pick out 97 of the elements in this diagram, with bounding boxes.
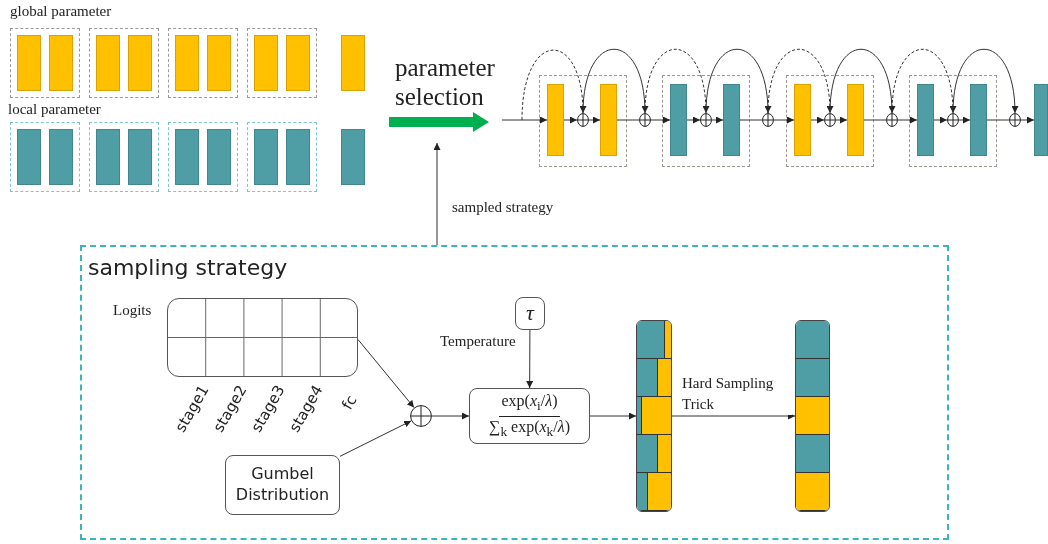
formula-numerator: exp(x$_{i}$/λ) — [498, 391, 561, 417]
column-label: fc — [337, 392, 361, 415]
parameter-block — [207, 35, 231, 91]
parameter-block — [794, 84, 811, 156]
parameter-block — [341, 129, 365, 185]
dashed-group-box — [539, 75, 627, 167]
plus-circle-icon — [639, 113, 651, 127]
parameter-block — [917, 84, 934, 156]
parameter-block — [49, 35, 73, 91]
dashed-group-box — [168, 28, 238, 98]
arrow — [933, 116, 948, 124]
plus-circle-icon — [762, 113, 774, 127]
parameter-block — [600, 84, 617, 156]
arrow — [433, 142, 441, 246]
parameter-block — [1034, 84, 1048, 156]
dashed-group-box — [247, 122, 317, 192]
edge-label: Temperature — [440, 333, 516, 351]
connector-line — [863, 119, 887, 121]
plus-circle-icon — [947, 113, 959, 127]
skip-connection-arrow — [582, 48, 649, 114]
arrow — [588, 116, 601, 124]
arrow — [589, 412, 637, 420]
dashed-group-box — [168, 122, 238, 192]
parameter-block — [254, 129, 278, 185]
arrow — [686, 116, 701, 124]
plus-circle-icon — [886, 113, 898, 127]
parameter-block — [286, 129, 310, 185]
plus-circle-icon — [1009, 113, 1021, 127]
parameter-block — [970, 84, 987, 156]
parameter-block — [128, 35, 152, 91]
connector-line — [739, 119, 763, 121]
dashed-group-box — [10, 28, 80, 98]
edge-label: sampled strategy — [452, 199, 554, 217]
skip-connection-arrow — [891, 48, 957, 114]
parameter-block — [17, 35, 41, 91]
arrow — [563, 116, 578, 124]
dashed-group-box — [909, 75, 997, 167]
connector-line — [616, 119, 640, 121]
arrow — [773, 116, 795, 124]
arrow — [650, 116, 671, 124]
section-label: local parameter — [8, 101, 101, 119]
parameter-block — [207, 129, 231, 185]
arrow — [526, 329, 534, 389]
dashed-group-box — [662, 75, 750, 167]
parameter-block — [175, 129, 199, 185]
skip-connection-arrow — [767, 48, 834, 114]
panel-title: sampling strategy — [88, 255, 288, 280]
parameter-block — [723, 84, 740, 156]
process-box: τ — [515, 297, 545, 330]
parameter-block — [128, 129, 152, 185]
arrow — [810, 116, 825, 124]
plus-circle-icon — [577, 113, 589, 127]
process-box: Gumbel Distribution — [225, 455, 340, 515]
parameter-block — [286, 35, 310, 91]
section-label: global parameter — [10, 3, 112, 21]
formula-box — [469, 388, 590, 444]
skip-connection-arrow — [521, 49, 587, 121]
parameter-block — [17, 129, 41, 185]
logits-table — [167, 298, 358, 377]
table-label: Logits — [113, 302, 152, 319]
probability-bar — [636, 320, 672, 512]
connector-line — [986, 119, 1010, 121]
dashed-group-box — [89, 122, 159, 192]
plus-circle-icon — [700, 113, 712, 127]
arrow — [431, 412, 470, 420]
probability-bar — [795, 320, 830, 512]
dashed-group-box — [89, 28, 159, 98]
parameter-block — [254, 35, 278, 91]
skip-connection-arrow — [644, 48, 710, 114]
arrow — [357, 339, 415, 408]
plus-circle-icon — [824, 113, 836, 127]
dashed-panel — [80, 245, 949, 540]
arrow — [501, 116, 548, 124]
parameter-block — [847, 84, 864, 156]
arrow — [339, 420, 412, 457]
skip-connection-arrow — [952, 48, 1019, 114]
parameter-block — [670, 84, 687, 156]
parameter-block — [175, 35, 199, 91]
parameter-block — [96, 35, 120, 91]
arrow — [711, 116, 724, 124]
parameter-block — [547, 84, 564, 156]
arrow — [897, 116, 918, 124]
parameter-block — [96, 129, 120, 185]
arrow — [671, 412, 796, 420]
arrow — [1020, 116, 1035, 124]
formula-denominator: ∑$_{k}$ exp(x$_{k}$/λ) — [488, 416, 571, 441]
dashed-group-box — [247, 28, 317, 98]
arrow-label: parameter selection — [395, 54, 496, 112]
dashed-group-box — [10, 122, 80, 192]
arrow — [958, 116, 971, 124]
dashed-group-box — [786, 75, 874, 167]
parameter-block — [341, 35, 365, 91]
plus-circle-icon — [410, 405, 432, 427]
skip-connection-arrow — [829, 48, 896, 114]
skip-connection-arrow — [705, 48, 772, 114]
arrow — [835, 116, 848, 124]
parameter-block — [49, 129, 73, 185]
